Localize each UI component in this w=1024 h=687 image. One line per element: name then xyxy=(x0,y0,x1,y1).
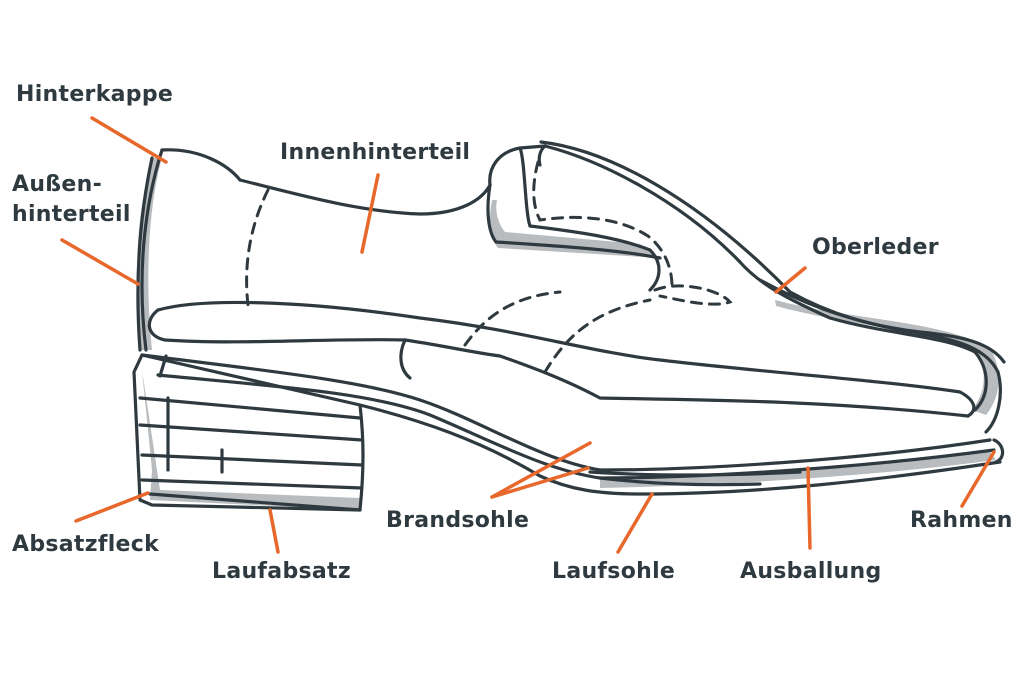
label-brandsohle: Brandsohle xyxy=(386,506,529,536)
label-hinterkappe: Hinterkappe xyxy=(16,80,173,110)
label-laufsohle: Laufsohle xyxy=(552,557,675,587)
label-aussenhinterteil-line2: hinterteil xyxy=(12,200,131,230)
leader-innenhinterteil xyxy=(362,175,378,252)
leader-aussenhinterteil xyxy=(62,240,138,284)
leader-laufabsatz xyxy=(270,510,278,552)
label-absatzfleck: Absatzfleck xyxy=(12,530,159,560)
label-innenhinterteil: Innenhinterteil xyxy=(280,138,470,168)
label-aussenhinterteil-line1: Außen- xyxy=(12,170,102,200)
label-rahmen: Rahmen xyxy=(910,506,1013,536)
leader-hinterkappe xyxy=(92,118,166,162)
label-ausballung: Ausballung xyxy=(740,557,882,587)
leader-laufsohle xyxy=(618,494,652,552)
leader-absatzfleck xyxy=(76,493,148,521)
label-oberleder: Oberleder xyxy=(812,233,939,263)
leader-ausballung xyxy=(808,468,810,548)
leader-oberleder xyxy=(776,268,805,292)
label-laufabsatz: Laufabsatz xyxy=(212,557,351,587)
